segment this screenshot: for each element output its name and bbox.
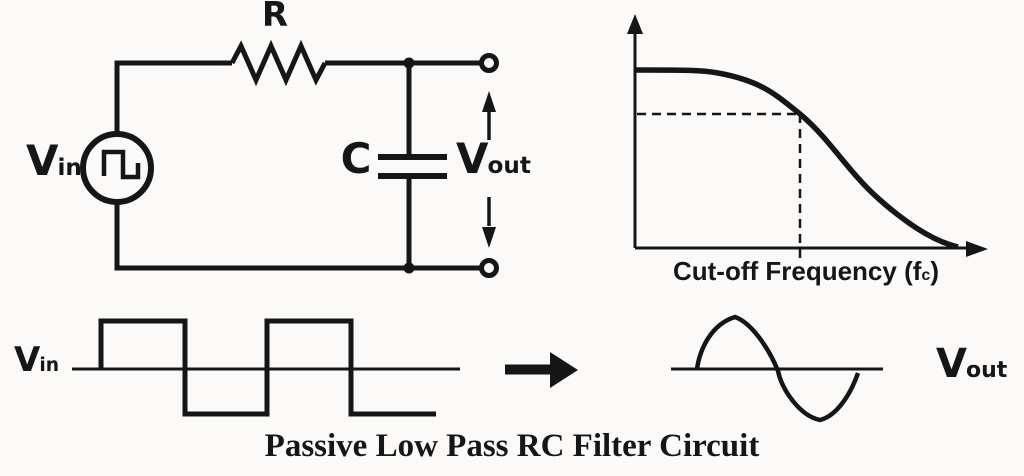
- junction-dot: [403, 57, 415, 69]
- x-axis: [635, 241, 988, 257]
- vout-down-arrow-icon: [482, 197, 496, 248]
- vout-up-arrow-icon: [482, 91, 496, 140]
- circuit-schematic: [80, 39, 499, 278]
- vout-subscript: out: [487, 153, 531, 179]
- output-filtered-wave: [671, 314, 883, 423]
- square-wave-source-icon: [80, 131, 154, 205]
- y-axis: [627, 14, 643, 248]
- resistor-symbol: [229, 39, 328, 87]
- resistor-label: R: [261, 0, 289, 35]
- output-waveform-label: Vout: [936, 344, 1007, 384]
- filtered-wave-trace: [694, 314, 861, 423]
- vin-wave-base: V: [14, 340, 40, 380]
- vin-wave-subscript: in: [39, 355, 60, 376]
- terminal-node: [479, 258, 499, 278]
- wire: [114, 60, 481, 271]
- capacitor-symbol: [378, 154, 447, 179]
- capacitor-label: C: [340, 134, 372, 183]
- cutoff-label-subscript: c: [921, 266, 931, 284]
- diagram-title: Passive Low Pass RC Filter Circuit: [264, 428, 760, 464]
- cutoff-frequency-axis-label: Cut-off Frequency (fc): [606, 258, 1006, 284]
- vin-subscript: in: [57, 155, 82, 181]
- vin-base: V: [26, 136, 59, 185]
- vin-source-label: Vin: [26, 140, 82, 182]
- square-wave-glyph: [101, 149, 141, 180]
- flow-arrow-icon: [505, 352, 578, 388]
- square-wave-trace: [98, 318, 436, 417]
- vout-base: V: [456, 134, 489, 183]
- vout-circuit-label: Vout: [456, 138, 531, 180]
- junction-dot: [403, 262, 415, 274]
- response-curve: [635, 67, 959, 250]
- terminal-node: [479, 53, 499, 73]
- cutoff-label-suffix: ): [930, 256, 940, 286]
- input-square-wave: [72, 318, 460, 417]
- source-circle: [80, 131, 154, 205]
- vout-wave-subscript: out: [965, 358, 1008, 383]
- input-waveform-label: Vin: [14, 343, 59, 377]
- vout-wave-base: V: [936, 341, 967, 387]
- cutoff-label-text: Cut-off Frequency (f: [672, 256, 922, 286]
- frequency-response-graph: [627, 14, 988, 262]
